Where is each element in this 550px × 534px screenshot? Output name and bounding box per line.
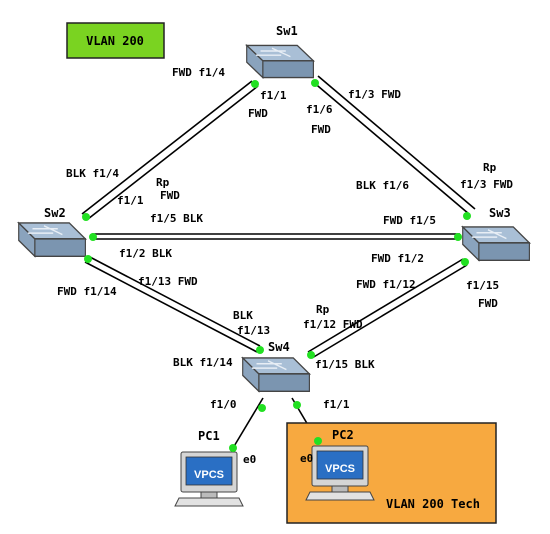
port-label: f1/12 FWD — [303, 318, 363, 331]
port-dot — [307, 351, 315, 359]
port-label: Rp — [483, 161, 497, 174]
switch-sw1[interactable]: Sw1 — [245, 24, 315, 79]
port-label: f1/5 BLK — [150, 212, 203, 225]
port-label: f1/0 — [210, 398, 237, 411]
port-dot — [84, 255, 92, 263]
pc1-label: PC1 — [198, 429, 220, 443]
port-dots — [82, 79, 471, 452]
port-label: f1/6 — [306, 103, 333, 116]
port-label: FWD — [311, 123, 331, 136]
port-dot — [463, 212, 471, 220]
port-label: FWD f1/12 — [356, 278, 416, 291]
port-label: BLK f1/14 — [173, 356, 233, 369]
port-label: f1/2 BLK — [119, 247, 172, 260]
link-sw2-sw3 — [92, 233, 460, 240]
pc-pc2[interactable]: VPCS PC2 — [305, 428, 375, 501]
port-label: FWD — [478, 297, 498, 310]
vlan-label-box: VLAN 200 — [66, 22, 165, 59]
link-sw1-sw3 — [311, 75, 476, 215]
port-label: BLK f1/6 — [356, 179, 409, 192]
port-dot — [82, 213, 90, 221]
port-dot — [311, 79, 319, 87]
port-label: FWD f1/14 — [57, 285, 117, 298]
port-label: f1/3 FWD — [460, 178, 513, 191]
port-label: Rp — [316, 303, 330, 316]
port-label: BLK f1/4 — [66, 167, 119, 180]
switch-sw4[interactable]: Sw4 — [241, 340, 311, 393]
port-label: FWD f1/4 — [172, 66, 225, 79]
port-label: f1/1 — [260, 89, 287, 102]
tech-label: VLAN 200 Tech — [386, 497, 480, 511]
link-sw1-sw2 — [81, 80, 259, 220]
port-dot — [461, 258, 469, 266]
port-label: e0 — [243, 453, 256, 466]
pc-pc1[interactable]: VPCS PC1 — [174, 429, 244, 507]
port-label: FWD f1/2 — [371, 252, 424, 265]
link-sw2-sw4 — [84, 255, 261, 353]
port-label: f1/3 FWD — [348, 88, 401, 101]
port-label: f1/1 — [117, 194, 144, 207]
switch-sw2[interactable]: Sw2 — [17, 206, 87, 258]
pc2-label: PC2 — [332, 428, 354, 442]
sw2-label: Sw2 — [44, 206, 66, 220]
pc2-vpcs-text: VPCS — [325, 463, 355, 475]
port-label: FWD f1/5 — [383, 214, 436, 227]
sw3-label: Sw3 — [489, 206, 511, 220]
link-sw3-sw4 — [307, 258, 468, 359]
port-labels: FWD f1/4 f1/1 FWD f1/3 FWD f1/6 FWD BLK … — [57, 66, 513, 466]
port-dot — [293, 401, 301, 409]
port-label: f1/15 — [466, 279, 499, 292]
port-label: f1/15 BLK — [315, 358, 375, 371]
port-label: f1/13 FWD — [138, 275, 198, 288]
sw1-label: Sw1 — [276, 24, 298, 38]
port-label: FWD — [160, 189, 180, 202]
sw4-label: Sw4 — [268, 340, 290, 354]
switch-sw3[interactable]: Sw3 — [461, 206, 531, 262]
vlan-label: VLAN 200 — [86, 34, 144, 48]
port-dot — [251, 80, 259, 88]
port-label: e0 — [300, 452, 313, 465]
port-dot — [454, 233, 462, 241]
pc1-vpcs-text: VPCS — [194, 469, 224, 481]
port-dot — [229, 444, 237, 452]
port-dot — [258, 404, 266, 412]
port-dot — [314, 437, 322, 445]
port-label: BLK — [233, 309, 253, 322]
port-label: f1/13 — [237, 324, 270, 337]
port-dot — [89, 233, 97, 241]
port-label: Rp — [156, 176, 170, 189]
port-label: FWD — [248, 107, 268, 120]
port-dot — [256, 346, 264, 354]
port-label: f1/1 — [323, 398, 350, 411]
link-sw4-pc1 — [232, 397, 264, 449]
